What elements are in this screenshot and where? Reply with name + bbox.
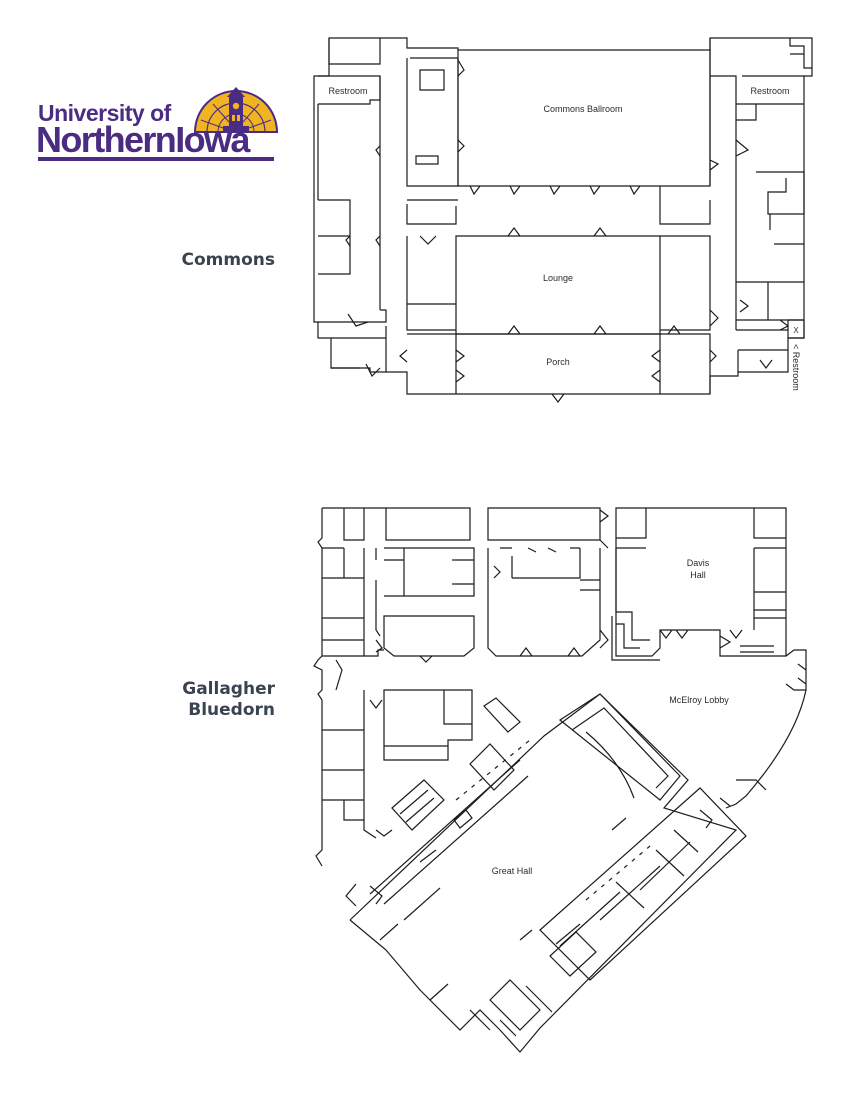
logo-underline: [38, 157, 274, 161]
room-label-lounge: Lounge: [543, 273, 573, 283]
commons-floor-plan: Restroom Commons Ballroom Restroom Loung…: [313, 37, 813, 403]
room-label-great-hall: Great Hall: [492, 866, 533, 876]
room-label-porch: Porch: [546, 357, 570, 367]
commons-outer-wall: [313, 37, 813, 395]
room-label-davis: Davis: [687, 558, 710, 568]
great-hall-outline: [349, 693, 738, 1053]
commons-ballroom-room: [457, 50, 711, 187]
mcelroy-lobby-curved-wall: [725, 689, 807, 809]
commons-lounge-room: [455, 235, 661, 335]
building-label-commons: Commons: [181, 250, 275, 270]
room-label-mcelroy-lobby: McElroy Lobby: [669, 695, 729, 705]
room-label-restroom-right: Restroom: [750, 86, 789, 96]
room-label-commons-ballroom: Commons Ballroom: [543, 104, 622, 114]
campanile-seal-icon: [193, 87, 279, 133]
room-label-restroom-arrow: < Restroom: [791, 344, 801, 391]
building-label-gallagher-bluedorn: Gallagher Bluedorn: [182, 679, 275, 720]
logo-university-of-text: University of: [38, 100, 171, 126]
room-label-x: X: [793, 326, 799, 335]
logo-northern-iowa-text: NorthernIowa: [36, 119, 250, 160]
gallagher-bluedorn-floor-plan: Davis Hall McElroy Lobby Great Hall: [313, 507, 807, 1053]
room-label-restroom-left: Restroom: [328, 86, 367, 96]
commons-porch-room: [407, 333, 711, 394]
room-label-hall: Hall: [690, 570, 706, 580]
university-logo: University of NorthernIowa: [36, 78, 281, 164]
